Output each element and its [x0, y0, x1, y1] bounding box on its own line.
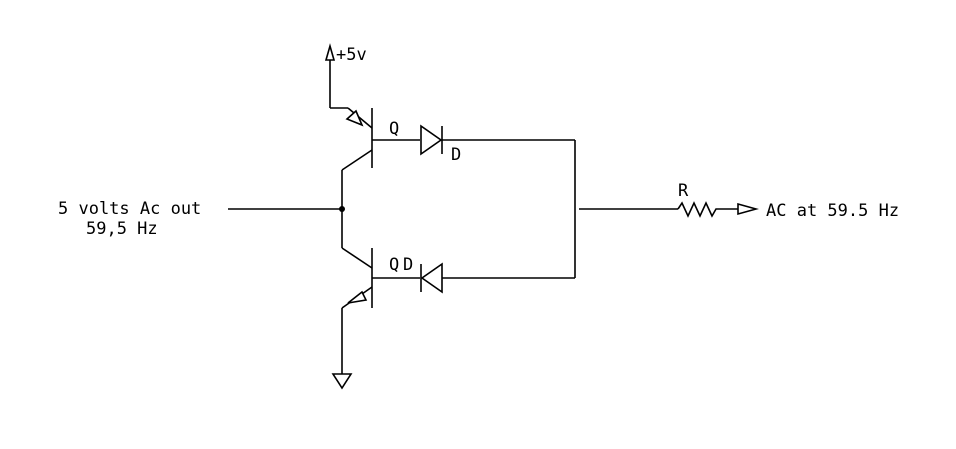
q-top-label: Q	[389, 119, 399, 139]
input-label-line2: 59,5 Hz	[86, 219, 158, 239]
d-bottom-label: D	[403, 255, 413, 275]
supply-terminal	[324, 43, 348, 109]
input-label-line1: 5 volts Ac out	[58, 199, 201, 219]
transistor-top	[341, 107, 420, 171]
output-bus	[574, 140, 678, 278]
output-label: AC at 59.5 Hz	[766, 201, 899, 221]
diode-bottom	[420, 262, 575, 294]
resistor	[677, 201, 759, 218]
supply-label: +5v	[336, 45, 367, 65]
diode-top	[420, 124, 575, 156]
transistor-bottom	[341, 247, 420, 309]
resistor-label: R	[678, 181, 689, 201]
input-wire	[228, 170, 345, 248]
ground-symbol	[331, 308, 353, 390]
d-top-label: D	[451, 145, 461, 165]
q-bottom-label: Q	[389, 255, 399, 275]
